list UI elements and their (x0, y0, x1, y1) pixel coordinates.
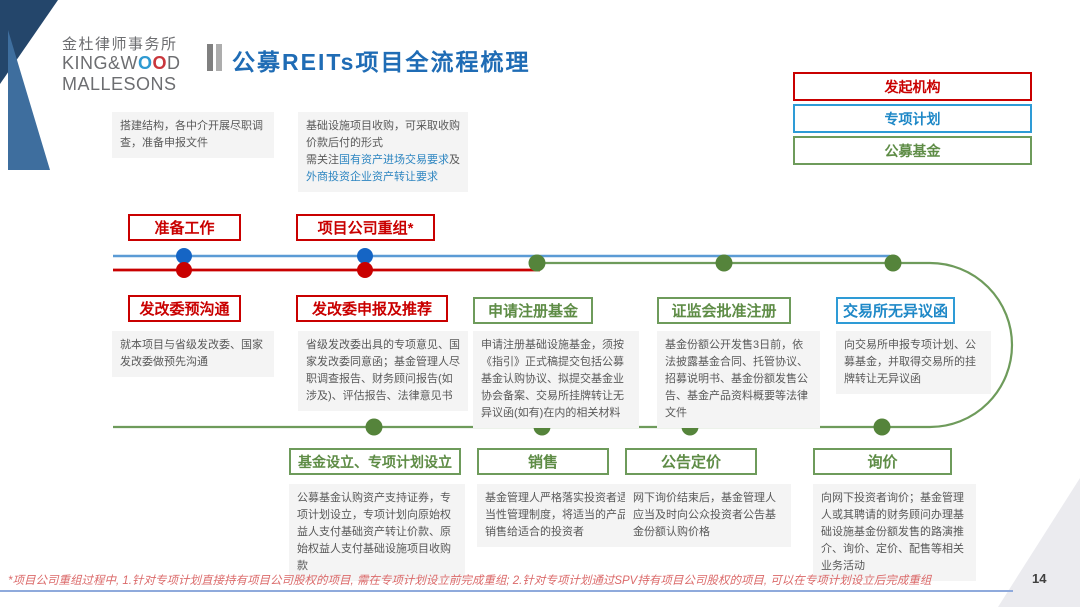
link-state-asset-trading[interactable]: 国有资产进场交易要求 (339, 154, 449, 167)
stage-price-announcement: 公告定价 (625, 448, 757, 475)
page-title: 公募REITs项目全流程梳理 (232, 49, 531, 75)
title-accent-bar-icon (216, 44, 222, 71)
stage-price-inquiry: 询价 (813, 448, 952, 475)
stage-sales: 销售 (477, 448, 609, 475)
stage-ndrc-precommunication: 发改委预沟通 (128, 295, 241, 322)
note-acquisition-line1: 基础设施项目收购，可采取收购价款后付的形式 (306, 120, 460, 150)
milestone-dot-green (715, 254, 733, 272)
milestone-dot-blue (357, 248, 373, 264)
desc-price-announcement: 网下询价结束后，基金管理人应当及时向公众投资者公告基金份额认购价格 (625, 484, 791, 548)
milestone-dot-blue (176, 248, 192, 264)
milestone-dot-green (365, 418, 383, 436)
logo-ring-red-icon: O (152, 53, 168, 74)
title-accent-bar-icon (207, 44, 213, 71)
link-foreign-invest-transfer[interactable]: 外商投资企业资产转让要求 (306, 171, 438, 184)
note-preparation: 搭建结构，各中介开展尽职调查，准备申报文件 (112, 112, 274, 159)
milestone-dot-green (528, 254, 546, 272)
desc-exchange-no-objection: 向交易所申报专项计划、公募基金，并取得交易所的挂牌转让无异议函 (836, 331, 991, 395)
desc-csrc-approval: 基金份额公开发售3日前，依法披露基金合同、托管协议、招募说明书、基金份额发售公告… (657, 331, 820, 429)
desc-ndrc-precommunication: 就本项目与省级发改委、国家发改委做预先沟通 (112, 331, 274, 378)
desc-price-inquiry: 向网下投资者询价；基金管理人或其聘请的财务顾问办理基础设施基金份额发售的路演推介… (813, 484, 976, 582)
stage-csrc-approval: 证监会批准注册 (657, 297, 791, 324)
desc-fund-plan-establishment: 公募基金认购资产支持证券，专项计划设立，专项计划向原始权益人支付基础资产转让价款… (289, 484, 465, 582)
legend-sponsor: 发起机构 (793, 72, 1032, 101)
milestone-dot-red (176, 262, 192, 278)
legend-special-plan-label: 专项计划 (884, 110, 941, 127)
milestone-dot-green (873, 418, 891, 436)
desc-fund-registration-apply: 申请注册基础设施基金，须按《指引》正式稿提交包括公募基金认购协议、拟提交基金业协… (473, 331, 639, 429)
stage-ndrc-filing: 发改委申报及推荐 (296, 295, 448, 322)
stage-fund-plan-establishment: 基金设立、专项计划设立 (289, 448, 461, 475)
footnote: *项目公司重组过程中, 1.针对专项计划直接持有项目公司股权的项目, 需在专项计… (8, 575, 932, 587)
note-acquisition: 基础设施项目收购，可采取收购价款后付的形式 需关注国有资产进场交易要求及外商投资… (298, 112, 468, 193)
logo-english-line1: KING&WOOD (62, 53, 181, 74)
legend-public-fund-label: 公募基金 (884, 142, 941, 159)
kwm-logo: 金杜律师事务所 KING&WOOD MALLESONS (62, 36, 181, 95)
legend-public-fund: 公募基金 (793, 136, 1032, 165)
public-fund-line (113, 261, 1014, 429)
stage-exchange-no-objection: 交易所无异议函 (836, 297, 955, 324)
stage-company-restructure: 项目公司重组* (296, 214, 435, 241)
desc-sales: 基金管理人严格落实投资者适当性管理制度，将适当的产品销售给适合的投资者 (477, 484, 641, 548)
legend-sponsor-label: 发起机构 (884, 78, 941, 95)
note-acquisition-mid: 及 (449, 154, 460, 167)
logo-en1-post: D (167, 53, 181, 74)
logo-english-line2: MALLESONS (62, 73, 177, 94)
milestone-dot-green (884, 254, 902, 272)
desc-ndrc-filing: 省级发改委出具的专项意见、国家发改委同意函；基金管理人尽职调查报告、财务顾问报告… (298, 331, 468, 412)
note-acquisition-prefix: 需关注 (306, 154, 339, 167)
stage-fund-registration-apply: 申请注册基金 (473, 297, 593, 324)
logo-en1-pre: KING&W (62, 53, 139, 74)
milestone-dot-red (357, 262, 373, 278)
footer-divider (0, 590, 1013, 592)
logo-chinese-name: 金杜律师事务所 (62, 36, 178, 53)
legend-special-plan: 专项计划 (793, 104, 1032, 133)
logo-ring-blue-icon: O (138, 53, 153, 74)
stage-preparation: 准备工作 (128, 214, 241, 241)
page-number: 14 (1032, 571, 1047, 586)
